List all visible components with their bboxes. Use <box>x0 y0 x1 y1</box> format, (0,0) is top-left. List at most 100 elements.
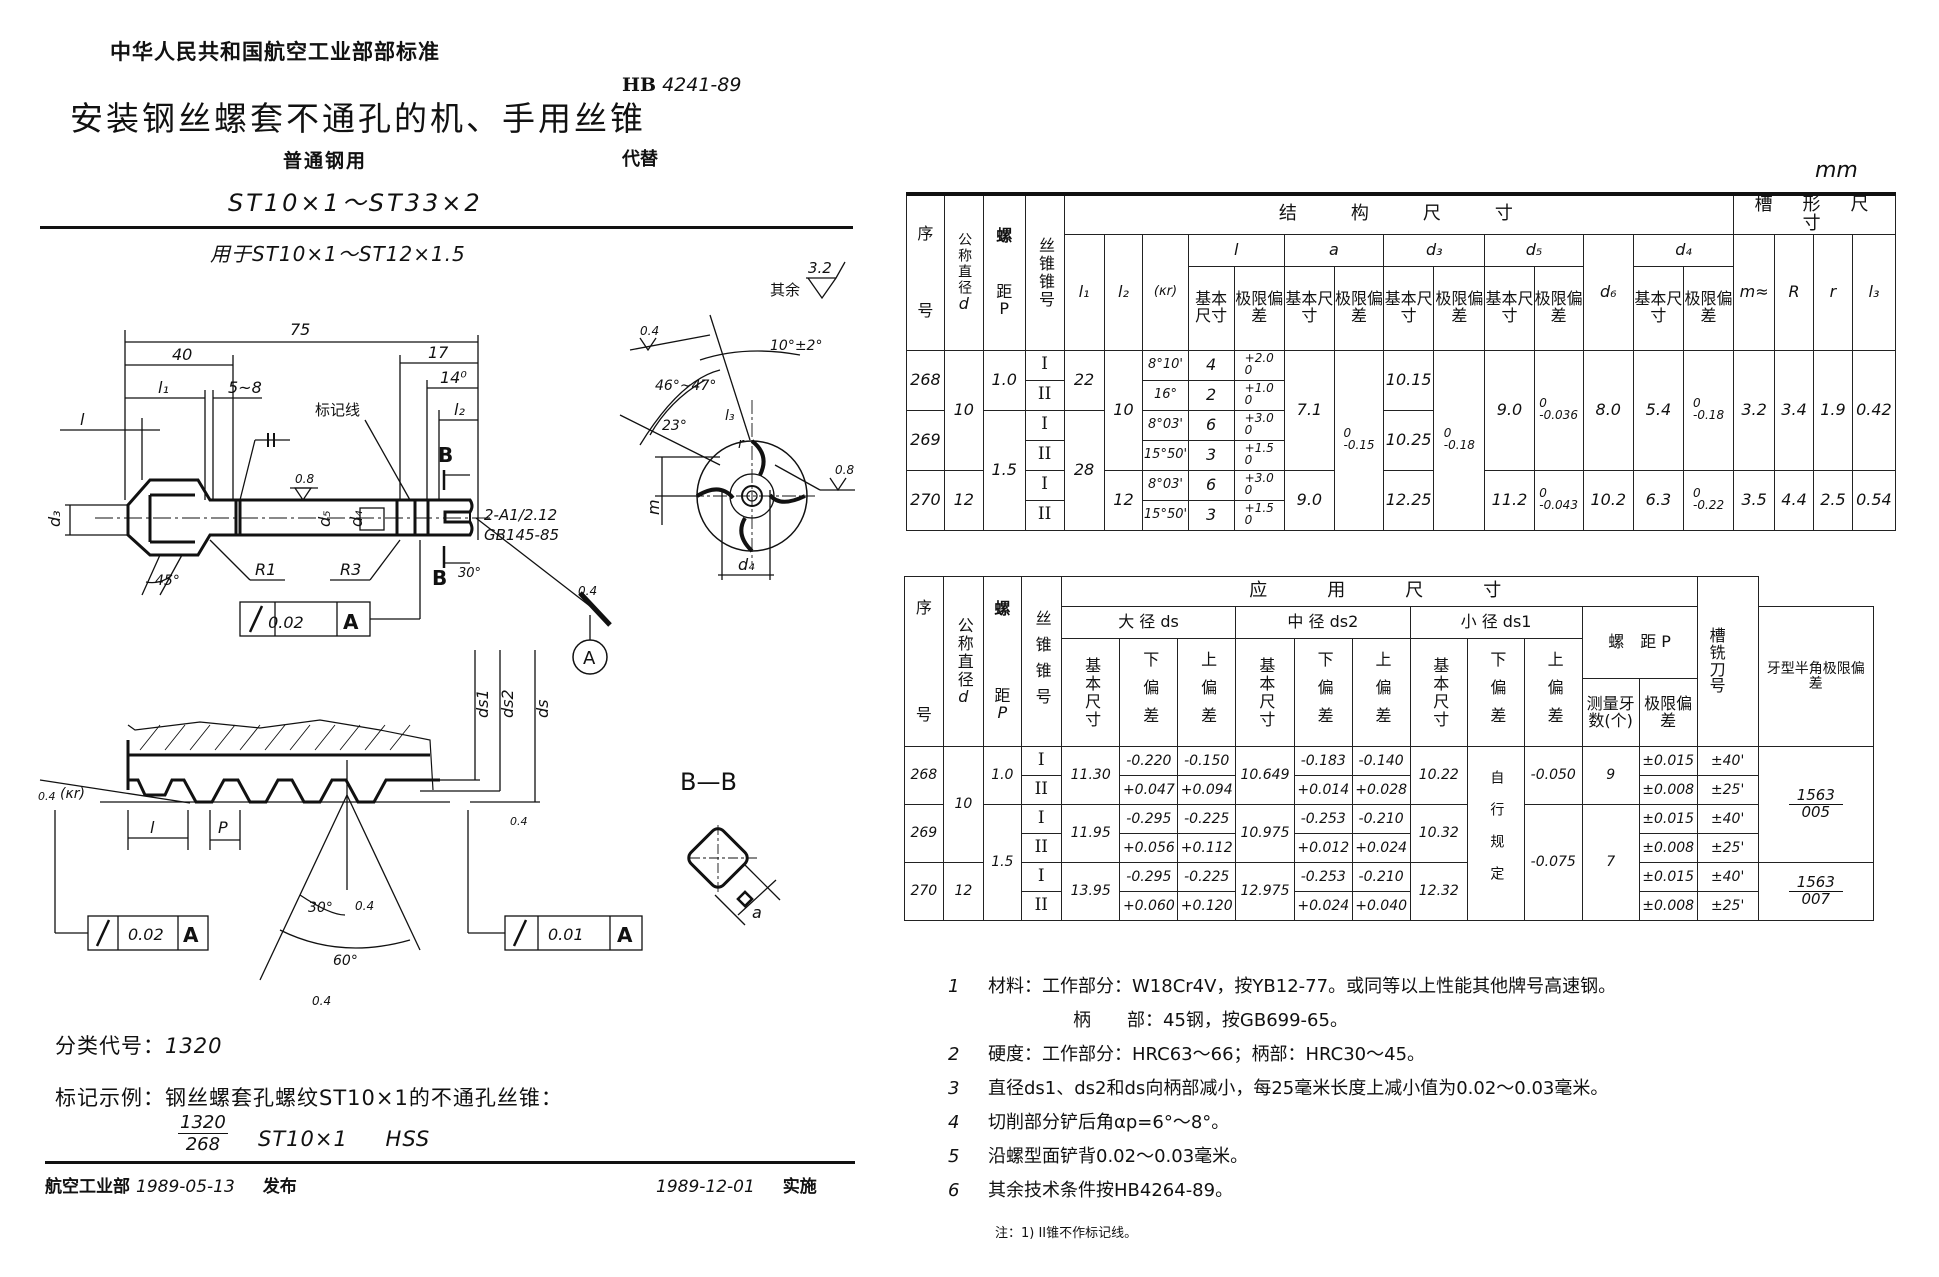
roughness-0-4-end: 0.4 <box>640 324 659 338</box>
col-r: r <box>1812 233 1853 351</box>
cell-d5-tol: 0-0.036 <box>1533 349 1584 471</box>
col-a-limit: 极限偏差 <box>1333 265 1385 351</box>
cell-ds2-up: +0.040 <box>1351 891 1411 921</box>
col-pd-lower: 下偏差 <box>1293 638 1353 747</box>
thread-profile-detail <box>39 650 781 981</box>
runout-value-3: 0.01 <box>548 925 584 944</box>
dim-d5: d₅ <box>315 510 334 527</box>
cell-a-tol: 0-0.15 <box>1333 349 1385 531</box>
cell-ds-lo: -0.295 <box>1119 804 1179 834</box>
unit-label: mm <box>1815 158 1858 183</box>
section-b-top: B <box>438 443 453 467</box>
cell-d4: 5.4 <box>1632 349 1684 471</box>
roughness-0-4-ds: 0.4 <box>510 815 528 828</box>
angle-45: 45° <box>155 573 180 589</box>
section-b-bottom: B <box>432 566 447 590</box>
cell-tap-no: II <box>1024 439 1065 471</box>
cell-r: 2.5 <box>1812 469 1853 531</box>
col-l-limit: 极限偏差 <box>1233 265 1285 351</box>
cell-pitch-tol: ±0.015 <box>1638 746 1698 776</box>
roughness-0-4-root: 0.4 <box>312 994 331 1008</box>
cell-kr: 8°03' <box>1142 469 1189 501</box>
dim-m: m <box>644 499 663 515</box>
footnote: 注：1) II锥不作标记线。 <box>995 1226 1138 1241</box>
cell-kr: 8°03' <box>1142 409 1189 441</box>
angle-46-47: 46°~47° <box>655 378 716 394</box>
angle-10: 10°±2° <box>770 338 822 354</box>
col-measure-threads: 测量牙数(个) <box>1581 678 1640 747</box>
col-minor-diameter: 小 径 ds1 <box>1409 606 1583 639</box>
cell-l1: 22 <box>1063 349 1105 411</box>
cell-ds-lo: -0.295 <box>1119 862 1179 892</box>
cell-d: 12 <box>943 469 984 531</box>
cell-l: 6 <box>1187 469 1235 501</box>
cell-pitch-tol: ±0.015 <box>1638 804 1698 834</box>
dim-75: 75 <box>290 320 310 339</box>
col-d5-basic: 基本尺寸 <box>1484 265 1535 351</box>
cell-p: 1.0 <box>982 349 1026 411</box>
cell-p: 1.5 <box>982 409 1026 531</box>
dim-l1: l₁ <box>158 378 169 397</box>
col-d4-basic: 基本尺寸 <box>1632 265 1684 351</box>
roughness-rest-label: 其余 <box>770 281 800 299</box>
dim-d4: d₄ <box>347 510 366 527</box>
dim-17: 17 <box>428 343 449 362</box>
marking-example-label: 标记示例：钢丝螺套孔螺纹ST10×1的不通孔丝锥： <box>55 1086 563 1110</box>
cell-kr: 8°10' <box>1142 349 1189 381</box>
col-l: l <box>1187 233 1285 267</box>
angle-30: 30° <box>458 566 481 581</box>
group-application: 应 用 尺 寸 <box>1060 576 1698 607</box>
col-l3: l₃ <box>1851 233 1897 351</box>
cell-p: 1.0 <box>983 746 1022 805</box>
cell-half-angle: ±25' <box>1696 833 1759 863</box>
cell-l2: 12 <box>1103 469 1144 531</box>
col-R: R <box>1774 233 1814 351</box>
datum-a-3: A <box>617 923 633 947</box>
angle-30-half: 30° <box>308 900 333 916</box>
group-structure: 结 构 尺 寸 <box>1063 193 1735 235</box>
cell-ds2-up: -0.210 <box>1351 862 1411 892</box>
cell-ds1-up: -0.075 <box>1523 804 1583 921</box>
runout-value-2: 0.02 <box>128 925 164 944</box>
col-major-upper: 上偏差 <box>1177 638 1237 747</box>
cell-l: 6 <box>1187 409 1235 441</box>
col-l2: l₂ <box>1103 233 1144 351</box>
col-l-basic: 基本尺寸 <box>1187 265 1235 351</box>
issue-label: 发布 <box>262 1177 297 1197</box>
cell-l1: 28 <box>1063 409 1105 531</box>
cell-m: 3.2 <box>1733 349 1776 471</box>
dim-p: P <box>218 818 228 837</box>
col-d5-limit: 极限偏差 <box>1533 265 1584 351</box>
cell-seq: 269 <box>904 804 944 863</box>
col-minor-lower: 下偏差 <box>1467 638 1525 747</box>
cell-ds-up: +0.094 <box>1177 775 1237 805</box>
dim-d3: d₃ <box>45 510 64 527</box>
cell-tap-no: II <box>1020 833 1062 863</box>
cell-tap-no: I <box>1020 746 1062 776</box>
table-row: 270 12 I 13.95 -0.295 -0.225 12.975 -0.2… <box>904 862 1875 921</box>
cell-pitch-tol: ±0.008 <box>1638 833 1698 863</box>
tap-end-view <box>619 314 855 580</box>
radius-r1: R1 <box>255 560 276 579</box>
cell-ds: 11.95 <box>1060 804 1121 863</box>
table-row: II +0.047 +0.094 +0.014 +0.028 ±0.008 ±2… <box>905 775 1874 805</box>
cell-ds2-up: +0.024 <box>1351 833 1411 863</box>
cell-d3: 10.15 <box>1383 349 1435 411</box>
cell-l3: 0.54 <box>1851 469 1897 531</box>
size-range: ST10×1～ST33×2 <box>228 189 483 217</box>
roughness-0-8: 0.8 <box>295 472 314 486</box>
cell-l2: 10 <box>1103 349 1144 471</box>
section-bb-title: B—B <box>680 768 737 796</box>
issuer: 航空工业部 <box>45 1177 130 1197</box>
